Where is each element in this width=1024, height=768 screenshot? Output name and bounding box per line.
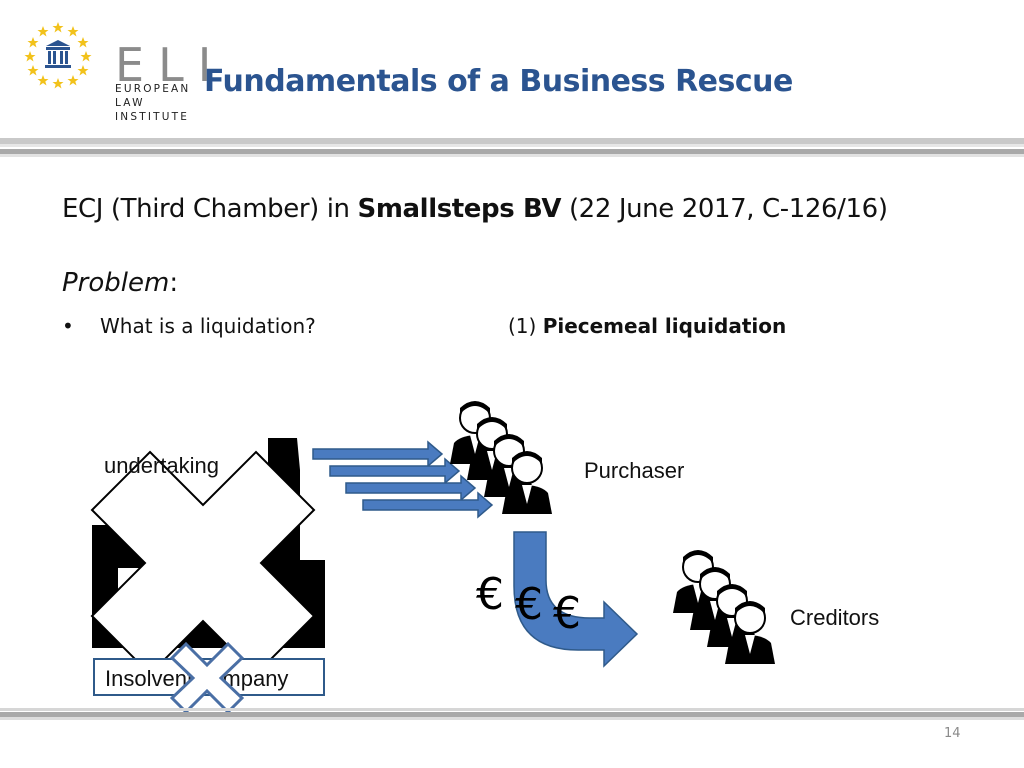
option-label: Piecemeal liquidation [542, 314, 787, 338]
logo-line-institute: INSTITUTE [115, 111, 190, 123]
creditors-label: Creditors [790, 605, 880, 630]
case-name: Smallsteps BV [357, 194, 562, 224]
purchaser-people-icon [450, 401, 552, 514]
case-heading: ECJ (Third Chamber) in Smallsteps BV (22… [62, 194, 888, 224]
undertaking-label: undertaking [104, 453, 219, 478]
bottom-divider [0, 708, 1024, 720]
transfer-arrows [312, 440, 494, 519]
creditor-people-icon [673, 550, 775, 664]
euro-sign-3: € [553, 588, 581, 639]
logo-line-european: EUROPEAN [115, 83, 191, 95]
money-flow-arrow [513, 531, 639, 668]
small-cross-icon [170, 642, 244, 714]
liquidation-option: (1) Piecemeal liquidation [508, 314, 786, 338]
eli-logo: ELI EUROPEAN LAW INSTITUTE [18, 20, 211, 130]
problem-word: Problem [62, 268, 170, 298]
bullet-text: What is a liquidation? [100, 314, 316, 338]
page-number: 14 [944, 726, 961, 741]
bullet-item: • What is a liquidation? [62, 314, 316, 338]
slide-title: Fundamentals of a Business Rescue [204, 64, 793, 99]
purchaser-label: Purchaser [584, 458, 685, 483]
case-heading-suffix: (22 June 2017, C-126/16) [561, 194, 888, 224]
option-number: (1) [508, 314, 543, 338]
logo-subtitle: EUROPEAN LAW INSTITUTE [115, 82, 190, 124]
euro-sign-2: € [515, 579, 543, 630]
logo-letters: ELI [115, 38, 226, 92]
problem-label: Problem: [62, 268, 178, 298]
eu-stars-pillar-icon [24, 22, 92, 89]
logo-line-law: LAW [115, 97, 145, 109]
case-heading-prefix: ECJ (Third Chamber) in [62, 194, 358, 224]
top-divider [0, 138, 1024, 157]
euro-sign-1: € [476, 569, 504, 620]
bullet-dot-icon: • [62, 314, 74, 338]
problem-colon: : [169, 268, 179, 298]
